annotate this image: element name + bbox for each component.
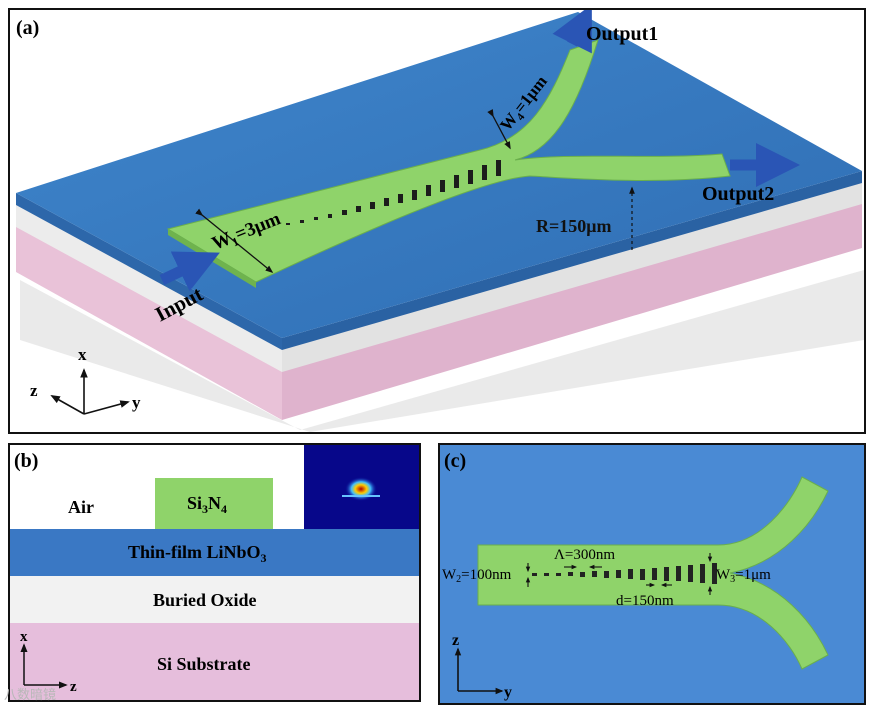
film-right-face	[282, 171, 862, 350]
axis-y-label-c: y	[504, 684, 512, 701]
panel-b-label: (b)	[14, 450, 38, 472]
substrate-label: Si Substrate	[157, 654, 251, 674]
oxide-left-face	[16, 202, 282, 372]
axes-2d-b	[20, 643, 68, 689]
axes-3d	[50, 368, 130, 415]
panel-b: (b) Air Si3N4 Thin-film LiNbO3 Buried Ox…	[8, 443, 421, 702]
w2-label: W2=100nm	[442, 567, 512, 585]
axis-x-label-b: x	[20, 629, 28, 645]
subwavelength-grating	[286, 160, 501, 225]
axis-z-label-c: z	[452, 632, 459, 649]
substrate-left-face	[16, 225, 282, 420]
panel-c-label: (c)	[444, 450, 466, 472]
waveguide-y-branch	[166, 39, 731, 283]
w4-dimension-line	[487, 109, 511, 150]
axis-z-label: z	[30, 381, 38, 400]
air-label: Air	[68, 497, 94, 517]
si-substrate-layer	[10, 623, 419, 700]
output2-label: Output2	[702, 183, 774, 205]
oxide-right-face	[282, 180, 862, 372]
axis-z-label-b: z	[70, 679, 77, 695]
device-3d-view: W1=3μm W4=1μm R=150μm Input Output1 Outp…	[16, 10, 864, 432]
top-view: (c) W2=100nm Λ=300nm d=150nm W3=1μm z y	[442, 450, 829, 701]
panel-c: (c) W2=100nm Λ=300nm d=150nm W3=1μm z y	[438, 443, 866, 705]
dimension-markers-c	[525, 553, 713, 595]
si3n4-core	[155, 478, 273, 529]
buried-oxide-layer	[10, 576, 419, 623]
w1-dimension-line	[195, 208, 274, 273]
grating-top-view	[532, 563, 717, 584]
w3-label: W3=1μm	[716, 567, 771, 585]
watermark: 八数暗镜	[4, 688, 57, 703]
mode-film-line	[342, 495, 380, 497]
substrate-right-face	[282, 202, 862, 420]
input-arrow-icon	[159, 251, 220, 292]
film-label: Thin-film LiNbO3	[128, 542, 267, 565]
mode-field-icon	[345, 477, 377, 501]
period-label: Λ=300nm	[554, 547, 615, 563]
output1-arrow-icon	[552, 10, 592, 54]
axis-x-label: x	[78, 345, 87, 364]
si3n4-label: Si3N4	[187, 493, 227, 516]
lithium-niobate-layer	[10, 529, 419, 576]
gap-label: d=150nm	[616, 593, 674, 609]
film-left-face	[16, 193, 282, 350]
panel-a: W1=3μm W4=1μm R=150μm Input Output1 Outp…	[8, 8, 866, 434]
axis-y-label: y	[132, 393, 141, 412]
radius-label: R=150μm	[536, 216, 611, 236]
output1-label: Output1	[586, 23, 658, 45]
axes-2d-c	[454, 647, 504, 695]
slab-shadow	[20, 270, 864, 432]
cross-section-view: (b) Air Si3N4 Thin-film LiNbO3 Buried Ox…	[10, 445, 419, 700]
oxide-label: Buried Oxide	[153, 590, 257, 610]
panel-a-label: (a)	[16, 17, 39, 39]
